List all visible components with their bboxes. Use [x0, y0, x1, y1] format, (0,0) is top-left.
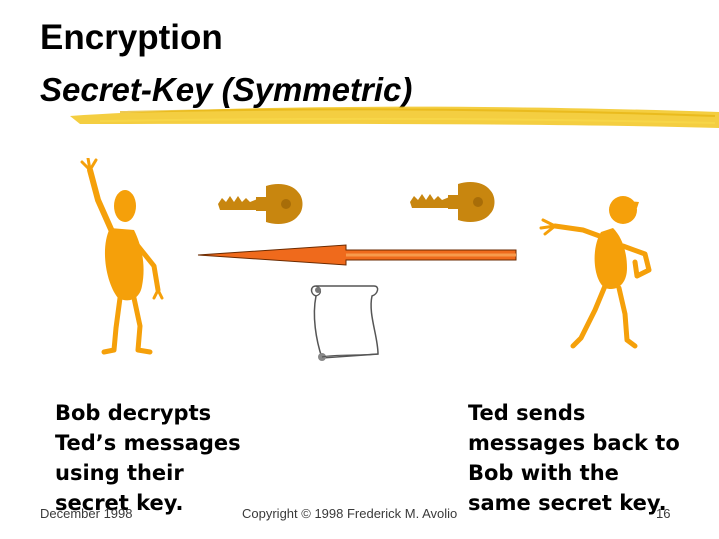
bob-caption-line: using their — [55, 461, 184, 485]
key-icon — [218, 184, 303, 224]
footer-date: December 1998 — [40, 506, 133, 521]
slide-subtitle: Secret-Key (Symmetric) — [40, 71, 413, 108]
ted-caption: Ted sends messages back to Bob with the … — [468, 398, 680, 518]
bob-caption: Bob decrypts Ted’s messages using their … — [55, 398, 241, 518]
key-icon — [410, 182, 495, 222]
person-figure-icon — [80, 158, 164, 355]
bob-caption-line: secret key. — [55, 491, 184, 515]
slide-title: Encryption — [40, 18, 223, 57]
ted-caption-line: Bob with the — [468, 461, 619, 485]
ted-caption-line: Ted sends — [468, 401, 586, 425]
ted-caption-line: messages back to — [468, 431, 680, 455]
footer-copyright: Copyright © 1998 Frederick M. Avolio — [242, 506, 458, 521]
ted-caption-line: same secret key. — [468, 491, 667, 515]
footer-page-number: 16 — [656, 506, 671, 521]
scroll-message-icon — [310, 285, 379, 361]
bob-caption-line: Ted’s messages — [55, 431, 241, 455]
arrow-icon — [197, 244, 517, 266]
person-figure-icon — [539, 196, 652, 349]
bob-caption-line: Bob decrypts — [55, 401, 212, 425]
brush-stroke-underline — [70, 106, 719, 128]
